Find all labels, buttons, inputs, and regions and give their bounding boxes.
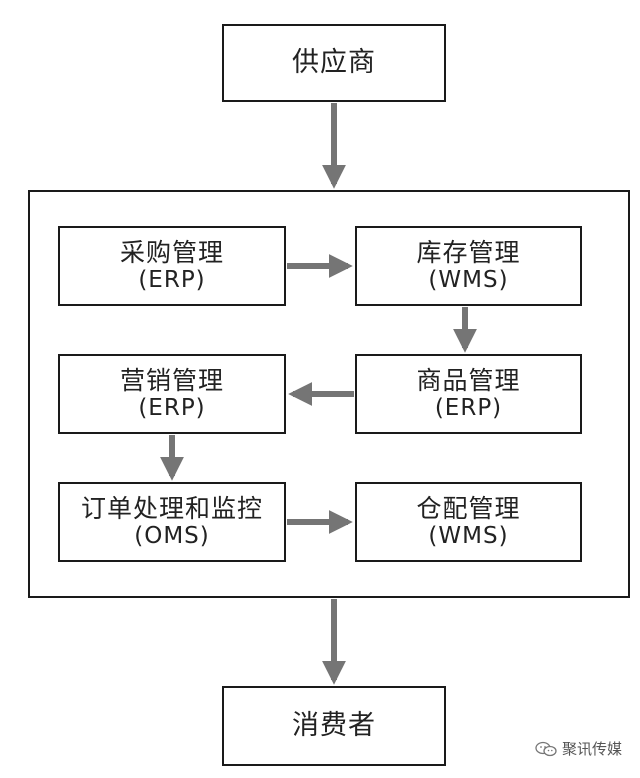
node-supplier-label: 供应商 bbox=[292, 47, 376, 78]
node-purchasing: 采购管理 (ERP) bbox=[58, 226, 286, 306]
node-product-label: 商品管理 bbox=[416, 366, 521, 395]
node-marketing-label: 营销管理 bbox=[119, 366, 224, 395]
node-marketing: 营销管理 (ERP) bbox=[58, 354, 286, 434]
node-inventory-label: 库存管理 bbox=[416, 238, 521, 267]
node-supplier: 供应商 bbox=[222, 24, 446, 102]
node-marketing-system: (ERP) bbox=[138, 395, 206, 421]
node-purchasing-label: 采购管理 bbox=[119, 238, 224, 267]
node-order-label: 订单处理和监控 bbox=[80, 494, 263, 523]
node-product-system: (ERP) bbox=[434, 395, 503, 421]
node-order-system: (OMS) bbox=[134, 523, 210, 549]
node-warehouse-label: 仓配管理 bbox=[416, 494, 521, 523]
node-order: 订单处理和监控 (OMS) bbox=[58, 482, 286, 562]
node-consumer: 消费者 bbox=[222, 686, 446, 766]
node-product: 商品管理 (ERP) bbox=[355, 354, 582, 434]
node-consumer-label: 消费者 bbox=[292, 710, 376, 741]
node-purchasing-system: (ERP) bbox=[138, 267, 206, 293]
node-inventory-system: (WMS) bbox=[428, 267, 509, 293]
wechat-icon bbox=[535, 741, 557, 756]
watermark: 聚讯传媒 bbox=[535, 738, 622, 759]
node-inventory: 库存管理 (WMS) bbox=[355, 226, 582, 306]
node-warehouse-system: (WMS) bbox=[428, 523, 509, 549]
node-warehouse: 仓配管理 (WMS) bbox=[355, 482, 582, 562]
watermark-text: 聚讯传媒 bbox=[562, 740, 623, 758]
